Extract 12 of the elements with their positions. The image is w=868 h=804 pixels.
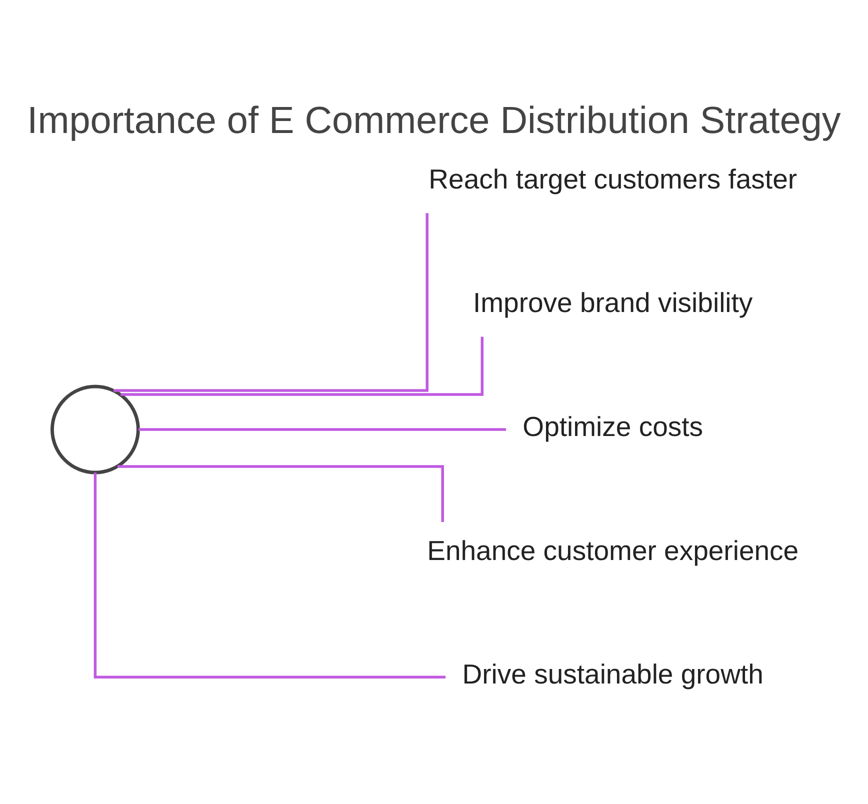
connector bbox=[114, 213, 428, 392]
connector bbox=[120, 336, 484, 396]
node-text: Drive sustainable growth bbox=[462, 658, 764, 690]
node-text: Reach target customers faster bbox=[428, 163, 798, 194]
node-text: Enhance customer experience bbox=[427, 534, 799, 566]
connector bbox=[138, 428, 506, 431]
connector bbox=[117, 465, 444, 522]
node-circle bbox=[50, 384, 140, 474]
connector bbox=[94, 472, 446, 679]
node-text: Improve brand visibility bbox=[473, 287, 753, 318]
diagram-title: Importance of E Commerce Distribution Strategy bbox=[27, 100, 841, 142]
node-text: Optimize costs bbox=[522, 411, 704, 442]
